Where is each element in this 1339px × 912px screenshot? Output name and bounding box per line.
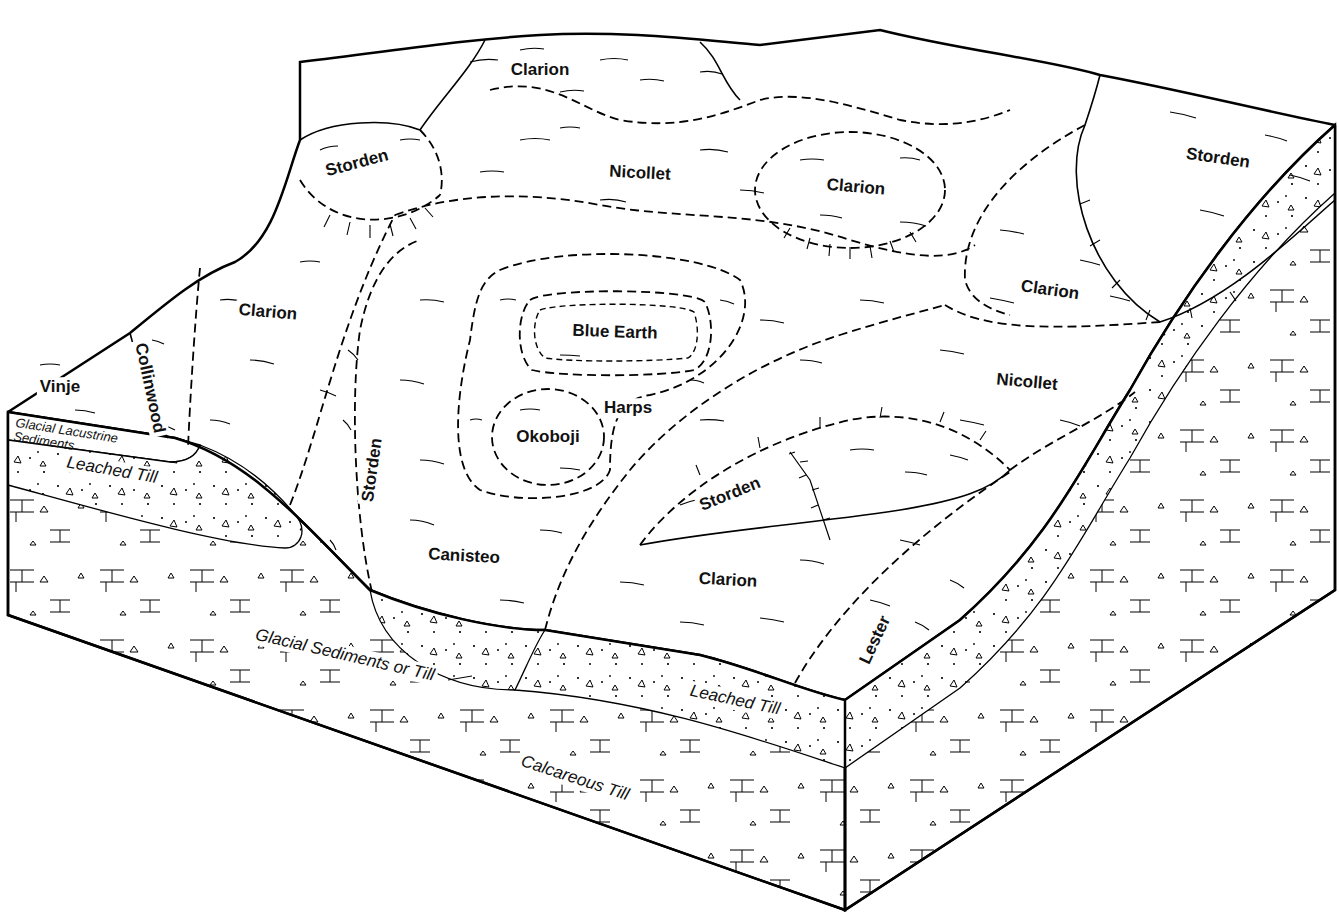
soil-boundary xyxy=(188,86,1160,683)
soil-name: Clarion xyxy=(695,569,760,592)
clarion-knoll xyxy=(755,132,945,248)
blue-earth-boundary xyxy=(520,291,711,375)
gully xyxy=(789,452,830,540)
leached-till-layer xyxy=(845,125,1335,768)
soil-name: Storden xyxy=(1182,143,1254,172)
layer-name: Leached Till xyxy=(685,680,784,719)
layer-name: Glacial Sediments or Till xyxy=(251,624,440,686)
soil-name: Clarion xyxy=(1017,276,1084,304)
harps-boundary xyxy=(458,254,745,498)
soil-name: Clarion xyxy=(508,60,573,80)
soil-name: Storden xyxy=(357,434,386,506)
surface-edge xyxy=(8,30,1335,412)
leader-line xyxy=(448,676,472,680)
block-edge xyxy=(8,125,1335,910)
soil-boundary xyxy=(130,40,1335,545)
soil-name: Nicollet xyxy=(993,369,1062,394)
soil-name: Storden xyxy=(694,472,766,516)
slope-hachures xyxy=(40,48,1310,630)
leached-till-layer xyxy=(845,125,1335,768)
soil-name: Okoboji xyxy=(513,427,582,447)
slope-ticks xyxy=(324,200,1236,475)
soil-name: Clarion xyxy=(823,174,889,199)
soil-name: Lester xyxy=(854,610,896,670)
layer-name: Calcareous Till xyxy=(516,750,635,805)
leached-till-layer xyxy=(8,440,302,548)
blue-earth-boundary xyxy=(535,304,698,361)
layer-name: Leached Till xyxy=(62,452,161,488)
soil-name: Canisteo xyxy=(425,544,504,568)
soil-name: Blue Earth xyxy=(569,321,661,344)
leached-till-layer xyxy=(8,440,302,548)
soil-name: Nicollet xyxy=(606,161,674,184)
right-face xyxy=(845,125,1335,910)
soil-name: Collinwood xyxy=(130,338,169,438)
soil-name: Vinje xyxy=(37,377,83,397)
okoboji-boundary xyxy=(492,389,604,485)
soil-name: Storden xyxy=(321,144,394,181)
soil-name: Harps xyxy=(601,398,655,418)
soil-name: Clarion xyxy=(235,299,301,324)
